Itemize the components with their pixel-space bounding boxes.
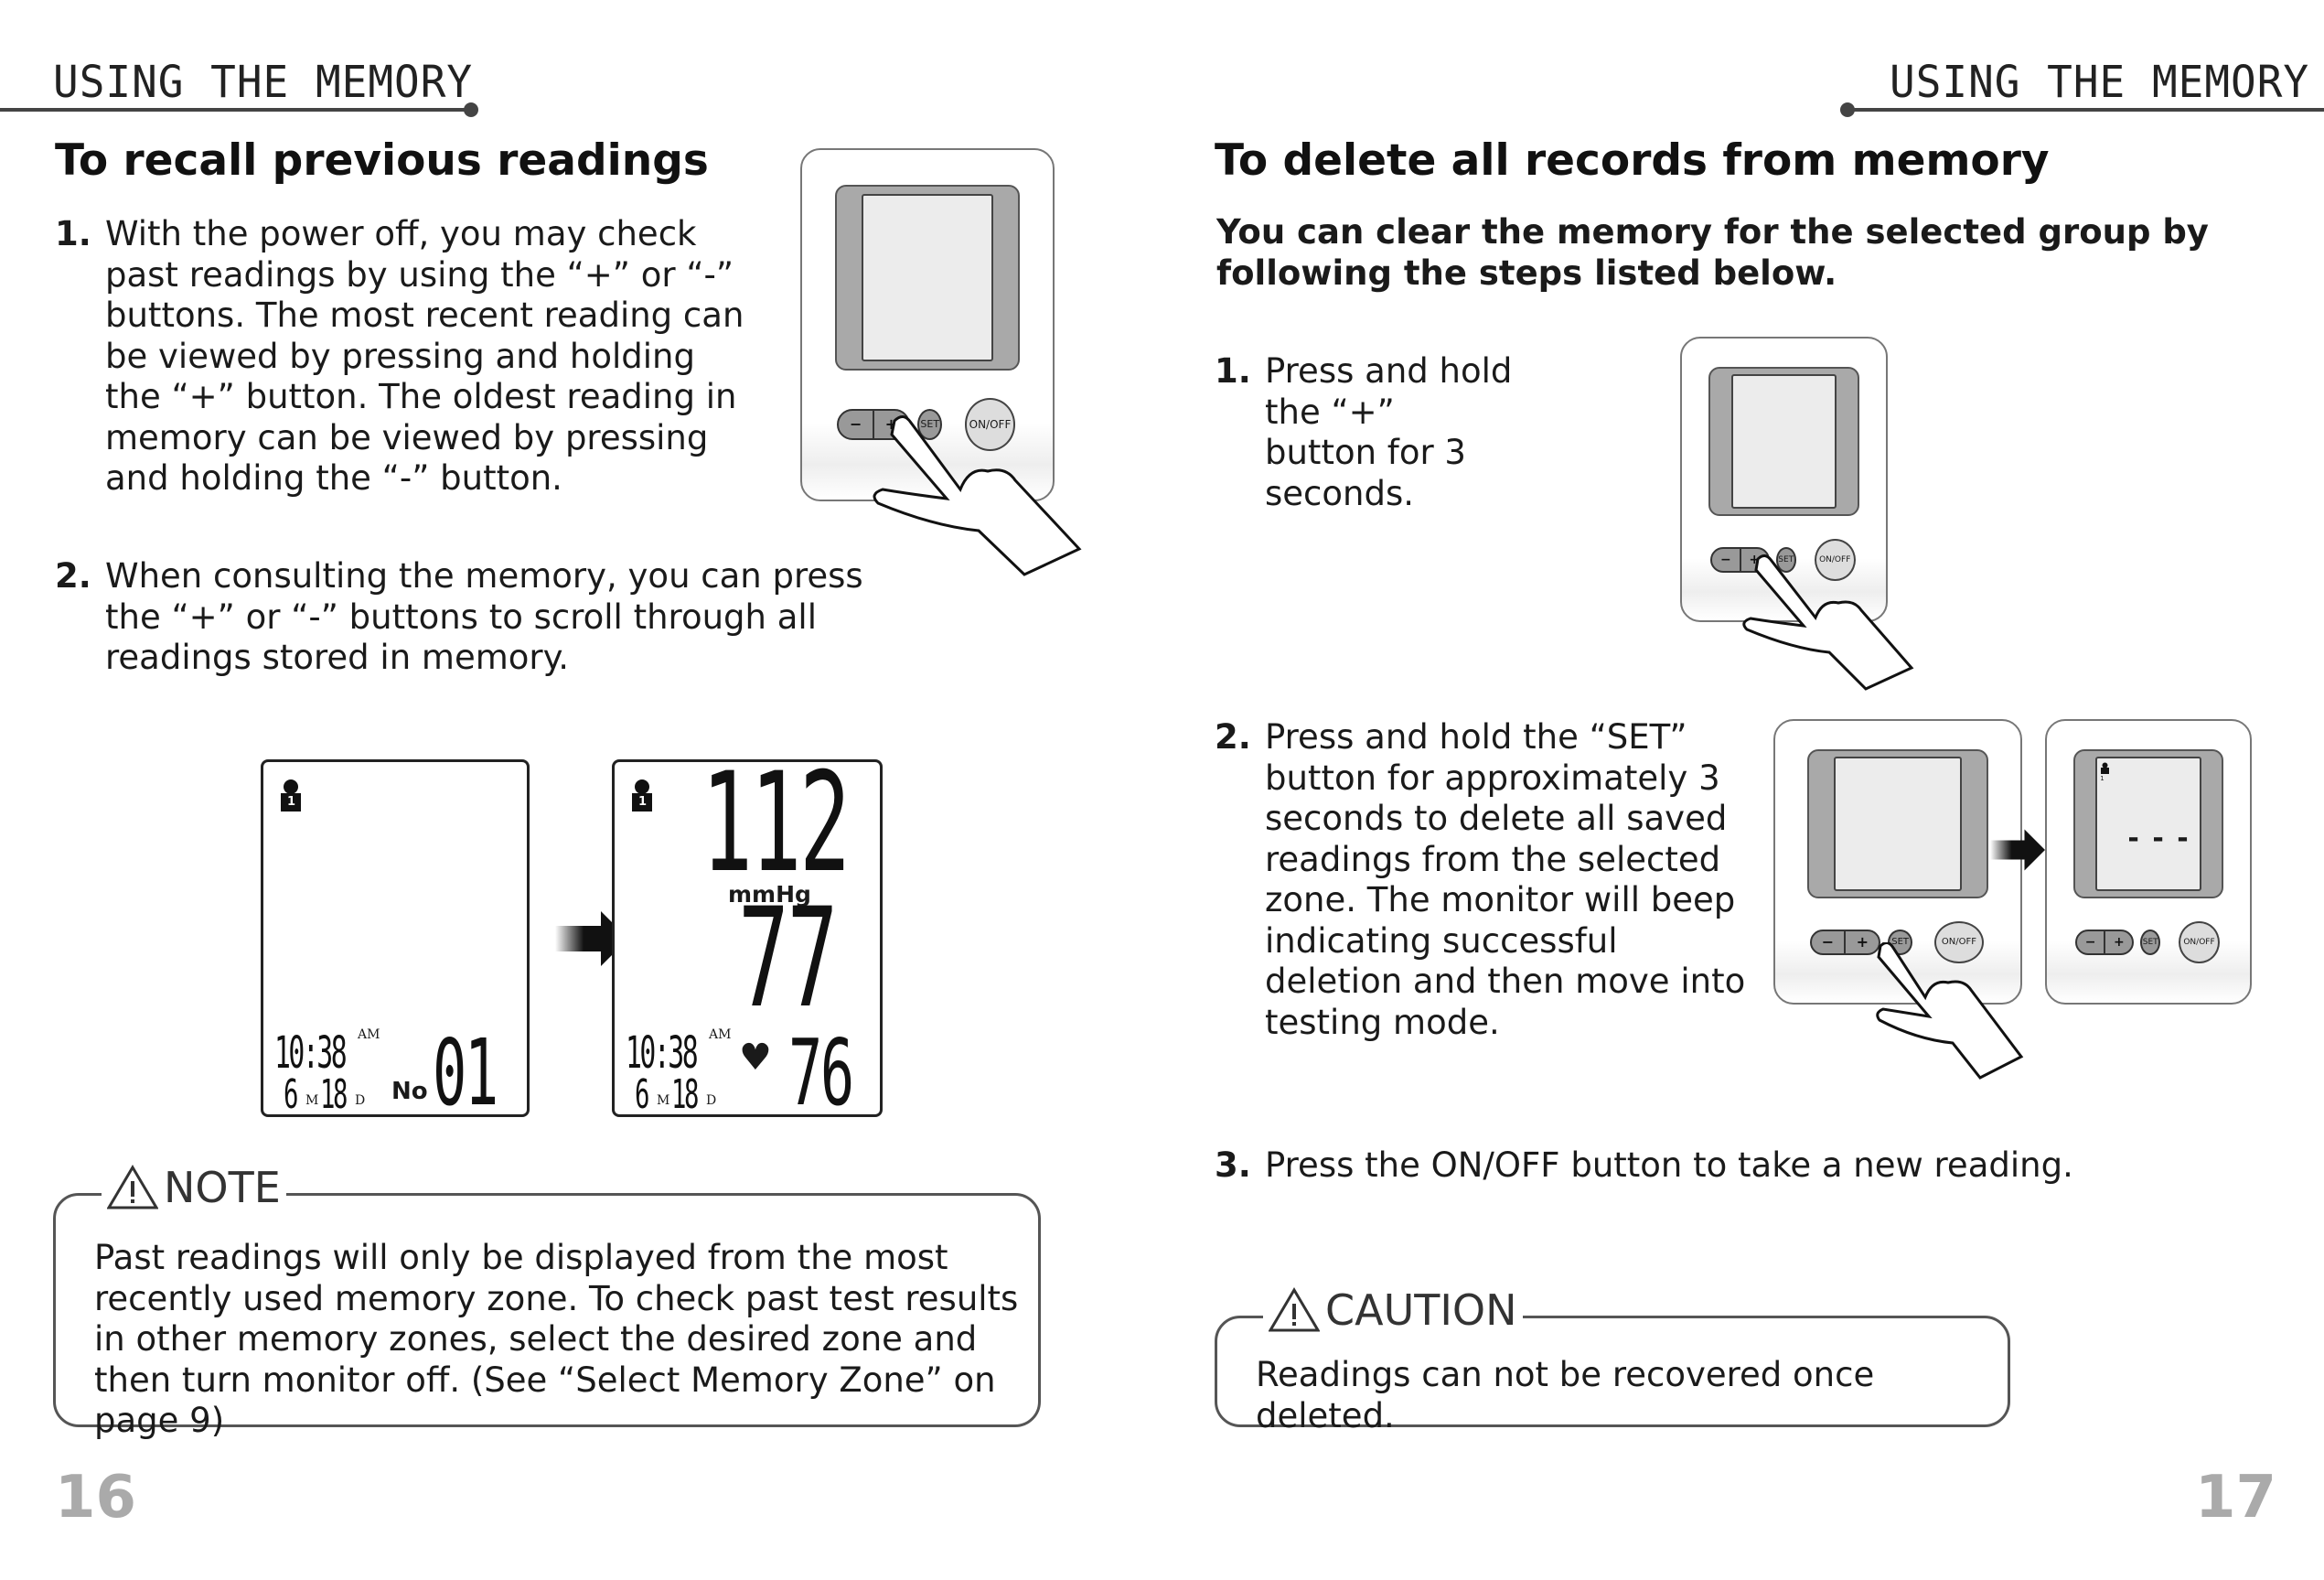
user-icon xyxy=(281,779,301,811)
ampm: AM xyxy=(358,1027,380,1042)
step-2: 2. Press and hold the “SET” button for a… xyxy=(1215,717,1754,1043)
day: 18 xyxy=(320,1071,348,1118)
no-label: No xyxy=(391,1078,428,1105)
monitor-illustration: −+ SET ON/OFF xyxy=(800,148,1055,501)
set-button: SET xyxy=(2140,929,2161,955)
monitor-illustration: −+ SET ON/OFF xyxy=(1680,337,1888,622)
note-box: NOTE Past readings will only be displaye… xyxy=(53,1163,1041,1440)
day-label: D xyxy=(706,1093,717,1108)
header-dot xyxy=(464,102,478,117)
left-header: USING THE MEMORY xyxy=(53,55,474,108)
step-text: When consulting the memory, you can pres… xyxy=(105,556,863,677)
onoff-button: ON/OFF xyxy=(2179,920,2220,963)
display-bezel xyxy=(1806,748,1989,899)
lcd-memory-number: 1 10:38 AM 6 M 18 D No 01 xyxy=(261,759,530,1126)
user-number: 1 xyxy=(2100,775,2104,783)
display-screen xyxy=(1834,757,1962,891)
hand-pointing-icon xyxy=(1742,554,1914,691)
ampm: AM xyxy=(709,1027,732,1042)
note-label: NOTE xyxy=(102,1163,286,1212)
lcd-reading: 1 112 mmHg 77 10:38 AM 6 M 18 D ♥ 76 xyxy=(612,755,883,1126)
arrow-right-icon xyxy=(1990,829,2045,871)
step-number: 2. xyxy=(55,556,91,596)
display-screen xyxy=(862,194,993,361)
step-1: 1. Press and hold the “+” button for 3 s… xyxy=(1215,351,1516,514)
minus-button: − xyxy=(839,410,875,439)
day: 18 xyxy=(671,1071,699,1118)
pulse-value: 76 xyxy=(788,1019,854,1126)
header-rule xyxy=(1847,108,2324,112)
diastolic-value: 77 xyxy=(738,879,839,1038)
month: 6 xyxy=(635,1071,649,1118)
right-header: USING THE MEMORY xyxy=(1890,55,2310,108)
unit-label: mmHg xyxy=(728,881,811,908)
minus-button: − xyxy=(1812,930,1847,953)
step-text: Press and hold the “+” button for 3 seco… xyxy=(1265,351,1513,513)
heart-icon: ♥ xyxy=(739,1037,772,1079)
plus-button: + xyxy=(2113,934,2125,950)
time: 10:38 xyxy=(626,1027,699,1079)
step-1: 1. With the power off, you may check pas… xyxy=(55,214,750,500)
step-text: Press the ON/OFF button to take a new re… xyxy=(1265,1145,2073,1185)
set-button: SET xyxy=(1775,546,1796,573)
step-3: 3. Press the ON/OFF button to take a new… xyxy=(1215,1145,2129,1187)
warning-icon xyxy=(1269,1287,1320,1332)
arrow-right-icon xyxy=(555,911,628,966)
minus-button: − xyxy=(1712,548,1741,571)
plus-button: + xyxy=(1749,552,1761,567)
warning-icon xyxy=(107,1165,158,1209)
day-label: D xyxy=(355,1093,366,1108)
user-number: 1 xyxy=(638,795,648,809)
caution-text: Readings can not be recovered once delet… xyxy=(1256,1355,1875,1435)
page-number: 16 xyxy=(55,1464,137,1532)
minus-plus-buttons: −+ xyxy=(2075,929,2135,955)
month: 6 xyxy=(284,1071,298,1118)
memory-number: 01 xyxy=(433,1019,498,1126)
caution-box: CAUTION Readings can not be recovered on… xyxy=(1215,1285,2010,1435)
hand-pointing-icon xyxy=(1876,942,2024,1080)
monitor-illustration-cleared: 1 - - - −+ SET ON/OFF xyxy=(2045,719,2252,1005)
step-number: 2. xyxy=(1215,717,1251,757)
display-bezel xyxy=(834,185,1021,371)
month-label: M xyxy=(305,1093,319,1108)
plus-button: + xyxy=(1856,933,1869,951)
page-title: To recall previous readings xyxy=(55,135,709,186)
user-number: 1 xyxy=(287,795,296,809)
display-bezel: 1 - - - xyxy=(2072,748,2224,899)
minus-plus-buttons: −+ xyxy=(1809,929,1881,955)
onoff-button: ON/OFF xyxy=(1814,538,1856,581)
user-icon xyxy=(2101,762,2110,775)
step-text: Press and hold the “SET” button for appr… xyxy=(1265,717,1746,1042)
caution-label-text: CAUTION xyxy=(1325,1285,1517,1335)
display-screen: 1 - - - xyxy=(2095,757,2201,891)
hand-pointing-icon xyxy=(873,415,1082,576)
systolic-value: 112 xyxy=(701,744,851,903)
month-label: M xyxy=(657,1093,670,1108)
subtitle: You can clear the memory for the selecte… xyxy=(1216,212,2209,293)
note-label-text: NOTE xyxy=(164,1163,281,1212)
step-2: 2. When consulting the memory, you can p… xyxy=(55,556,878,679)
time: 10:38 xyxy=(274,1027,348,1079)
minus-button: − xyxy=(2077,930,2106,953)
caution-label: CAUTION xyxy=(1263,1285,1523,1335)
step-number: 1. xyxy=(1215,351,1251,391)
user-icon xyxy=(632,779,652,811)
onoff-button: ON/OFF xyxy=(965,398,1015,451)
page-title: To delete all records from memory xyxy=(1215,135,2050,186)
cleared-dashes: - - - xyxy=(2127,822,2190,855)
display-screen xyxy=(1730,374,1837,509)
header-rule xyxy=(0,108,471,112)
step-number: 1. xyxy=(55,214,91,253)
onoff-button: ON/OFF xyxy=(1934,920,1984,963)
page-number: 17 xyxy=(2195,1464,2277,1532)
display-bezel xyxy=(1708,366,1859,517)
step-text: With the power off, you may check past r… xyxy=(105,214,744,498)
note-text: Past readings will only be displayed fro… xyxy=(94,1238,1019,1440)
step-number: 3. xyxy=(1215,1145,1251,1185)
